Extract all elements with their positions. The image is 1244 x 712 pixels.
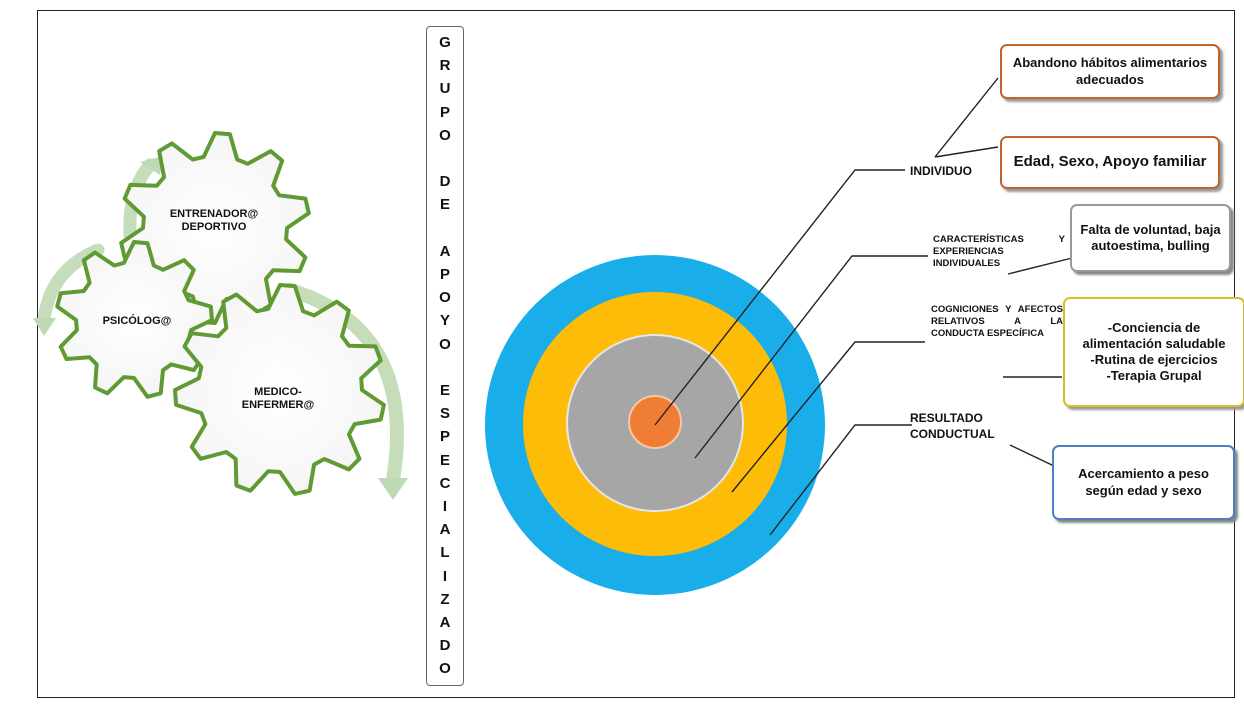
vertical-title-letter: O [439,289,451,307]
arrow-medic-head [378,478,408,500]
vertical-title-letter: P [439,266,450,283]
vertical-title-letter: D [439,637,451,655]
box-conciencia: -Conciencia de alimentación saludable -R… [1063,297,1244,407]
vertical-title-letter: O [439,126,451,144]
vertical-title-letter: A [439,614,451,631]
label-caracteristicas: CARACTERÍSTICAS Y EXPERIENCIAS INDIVIDUA… [933,234,1065,269]
arrow-psych-head [33,318,56,336]
leader-falta [1007,257,1073,275]
arrow-trainer-head [140,156,163,175]
vertical-title-letter: I [442,498,448,515]
vertical-title-letter: D [439,173,451,191]
leader-caracteristicas [694,255,928,459]
box-acercamiento: Acercamiento a peso según edad y sexo [1052,445,1235,520]
vertical-title-letter: S [439,405,450,423]
vertical-title-letter: U [439,80,451,98]
vertical-title-letter: E [439,382,450,399]
vertical-title-letter: L [440,544,450,562]
vertical-title-letter: Z [440,590,450,608]
gear-psychologist [55,240,214,399]
vertical-title-letter: O [439,335,451,353]
vertical-title-letter: I [442,567,448,585]
leader-cogniciones [731,341,925,493]
box-abandono: Abandono hábitos alimentarios adecuados [1000,44,1220,99]
vertical-title-letter: A [439,242,451,260]
label-cogniciones: COGNICIONES Y AFECTOS RELATIVOS A LA CON… [931,304,1063,339]
gear-label-trainer: ENTRENADOR@ DEPORTIVO [169,208,259,233]
conciencia-line-2: -Rutina de ejercicios [1090,352,1218,367]
vertical-title-letter: R [439,57,451,75]
leader-resultado [769,424,912,536]
ring-center [628,395,682,449]
vertical-title-letter: P [439,428,450,446]
vertical-title-letter: E [439,196,450,214]
gear-label-psychologist: PSICÓLOG@ [102,315,172,327]
leader-edad [934,146,999,158]
vertical-title-letter: A [439,521,451,539]
box-falta: Falta de voluntad, baja autoestima, bull… [1070,204,1231,272]
label-individuo: INDIVIDUO [910,164,973,178]
label-resultado: RESULTADO CONDUCTUAL [910,411,995,441]
leader-lines [654,77,1073,536]
vertical-title-letter: C [439,474,451,492]
vertical-title-letter: G [439,34,451,51]
leader-abandono [934,77,999,158]
vertical-title-letter: E [439,451,450,469]
conciencia-line-3: -Terapia Grupal [1106,368,1202,384]
arrow-psych [37,243,105,327]
vertical-title-letter: Y [439,312,450,330]
box-edad: Edad, Sexo, Apoyo familiar [1000,136,1220,189]
gear-label-medic: MEDICO- ENFERMER@ [241,386,315,411]
leader-acercamiento [1009,444,1055,467]
conciencia-line-1: -Conciencia de alimentación saludable [1082,319,1226,351]
leader-individuo [654,169,905,426]
vertical-title-letter: P [439,103,450,121]
gear-medic [173,283,386,496]
vertical-title-letter: O [439,660,451,678]
